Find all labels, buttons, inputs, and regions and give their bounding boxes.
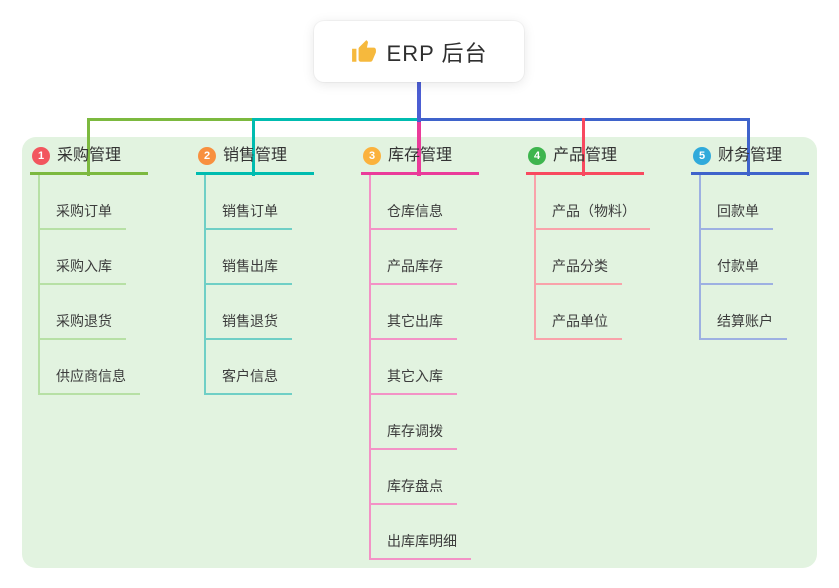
branch-header[interactable]: 3 库存管理 — [361, 146, 479, 175]
mindmap-item[interactable]: 付款单 — [701, 230, 773, 285]
branch-node-1: 1 采购管理 采购订单采购入库采购退货供应商信息 — [30, 146, 148, 395]
connector-tick-branch-4 — [582, 118, 585, 176]
mindmap-item[interactable]: 其它出库 — [371, 285, 457, 340]
branch-header[interactable]: 2 销售管理 — [196, 146, 314, 175]
mindmap-item[interactable]: 采购入库 — [40, 230, 126, 285]
branch-number-badge: 4 — [528, 146, 546, 165]
branch-items: 回款单付款单结算账户 — [699, 175, 787, 340]
connector-tick-branch-5 — [747, 118, 750, 176]
branch-label: 财务管理 — [718, 147, 783, 164]
branch-items: 产品（物料）产品分类产品单位 — [534, 175, 650, 340]
branch-label: 产品管理 — [553, 147, 618, 164]
mindmap-item[interactable]: 销售退货 — [206, 285, 292, 340]
connector-rail-mid-teal — [252, 118, 420, 121]
root-node[interactable]: ERP 后台 — [314, 21, 524, 82]
branch-number-badge: 1 — [32, 146, 50, 165]
branch-number-badge: 5 — [693, 146, 711, 165]
mindmap-item[interactable]: 销售出库 — [206, 230, 292, 285]
branch-label: 库存管理 — [388, 147, 453, 164]
mindmap-item[interactable]: 仓库信息 — [371, 175, 457, 230]
mindmap-item[interactable]: 客户信息 — [206, 340, 292, 395]
mindmap-item[interactable]: 库存调拨 — [371, 395, 457, 450]
connector-tick-branch-1 — [87, 118, 90, 176]
branch-items: 仓库信息产品库存其它出库其它入库库存调拨库存盘点出库库明细 — [369, 175, 471, 560]
mindmap-item[interactable]: 回款单 — [701, 175, 773, 230]
branch-label: 采购管理 — [57, 147, 122, 164]
branch-node-5: 5 财务管理 回款单付款单结算账户 — [691, 146, 809, 340]
mindmap-item[interactable]: 销售订单 — [206, 175, 292, 230]
connector-rail-left-green — [87, 118, 252, 121]
root-stem-line — [417, 82, 421, 122]
branch-header[interactable]: 5 财务管理 — [691, 146, 809, 175]
mindmap-item[interactable]: 采购退货 — [40, 285, 126, 340]
mindmap-item[interactable]: 库存盘点 — [371, 450, 457, 505]
mindmap-item[interactable]: 供应商信息 — [40, 340, 140, 395]
connector-rail-right-blue — [420, 118, 750, 121]
connector-tick-branch-3 — [417, 122, 421, 176]
connector-tick-branch-2 — [252, 118, 255, 176]
branch-node-3: 3 库存管理 仓库信息产品库存其它出库其它入库库存调拨库存盘点出库库明细 — [361, 146, 479, 560]
branch-number-badge: 2 — [198, 146, 216, 165]
branch-items: 销售订单销售出库销售退货客户信息 — [204, 175, 292, 395]
mindmap-item[interactable]: 结算账户 — [701, 285, 787, 340]
mindmap-item[interactable]: 其它入库 — [371, 340, 457, 395]
mindmap-item[interactable]: 出库库明细 — [371, 505, 471, 560]
mindmap-item[interactable]: 产品单位 — [536, 285, 622, 340]
branch-items: 采购订单采购入库采购退货供应商信息 — [38, 175, 140, 395]
mindmap-panel — [22, 137, 817, 568]
mindmap-item[interactable]: 产品分类 — [536, 230, 622, 285]
mindmap-item[interactable]: 产品库存 — [371, 230, 457, 285]
branch-node-4: 4 产品管理 产品（物料）产品分类产品单位 — [526, 146, 650, 340]
branch-number-badge: 3 — [363, 146, 381, 165]
mindmap-item[interactable]: 采购订单 — [40, 175, 126, 230]
thumbs-up-icon — [351, 39, 377, 65]
mindmap-item[interactable]: 产品（物料） — [536, 175, 650, 230]
branch-label: 销售管理 — [223, 147, 288, 164]
branch-header[interactable]: 4 产品管理 — [526, 146, 644, 175]
branch-node-2: 2 销售管理 销售订单销售出库销售退货客户信息 — [196, 146, 314, 395]
root-title: ERP 后台 — [386, 40, 488, 66]
branch-header[interactable]: 1 采购管理 — [30, 146, 148, 175]
